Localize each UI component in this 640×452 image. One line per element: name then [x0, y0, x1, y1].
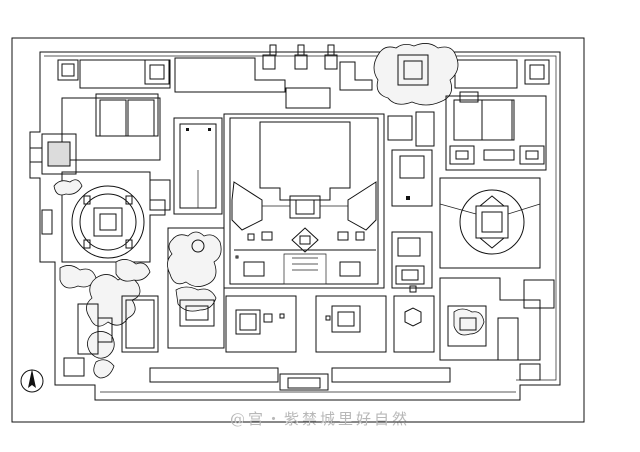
site-boundary — [29, 51, 561, 401]
rockery-west — [167, 227, 225, 349]
east-central-buildings — [387, 111, 435, 293]
outer-frame — [11, 37, 585, 423]
east-pavilion — [439, 177, 541, 269]
south-courtyards — [225, 295, 435, 353]
southwest-buildings — [63, 295, 159, 377]
west-long-hall — [149, 117, 223, 215]
central-palace — [223, 113, 385, 289]
north-buildings — [57, 44, 550, 109]
north-arrow: N — [20, 369, 44, 393]
west-courtyard — [29, 93, 161, 175]
east-courtyard — [445, 95, 547, 171]
rockery-north — [373, 43, 459, 106]
trees-west — [53, 179, 151, 379]
watermark: @宫・紫禁城里好自然 — [229, 410, 410, 428]
south-gate — [100, 367, 516, 393]
southeast-buildings — [439, 277, 555, 381]
